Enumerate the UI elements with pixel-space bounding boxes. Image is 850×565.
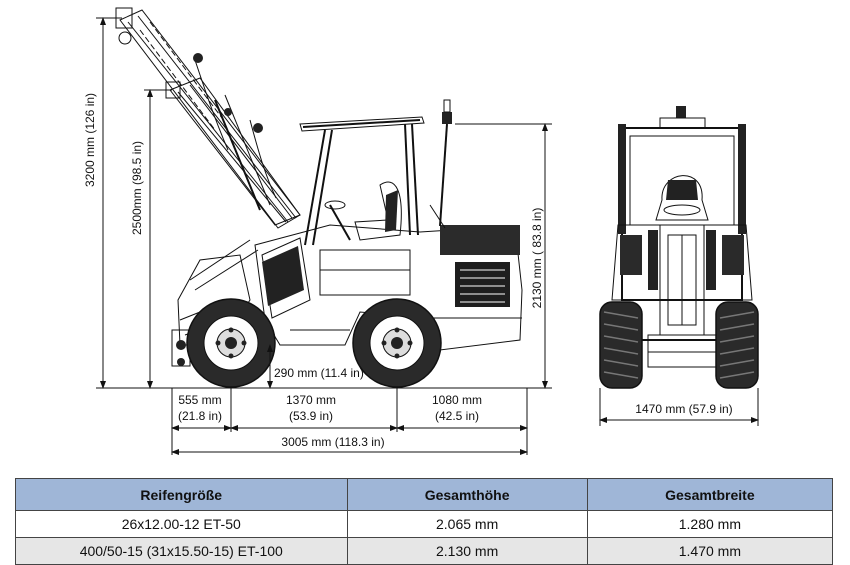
height-2130-dimension: 2130 mm ( 83.8 in) [455, 123, 552, 389]
front-overhang-mm: 555 mm [178, 393, 221, 407]
front-wheel [186, 298, 276, 388]
header-tire-size: Reifengröße [15, 478, 348, 511]
cell-tire-size: 26x12.00-12 ET-50 [15, 510, 348, 538]
height-max-label: 3200 mm (126 in) [83, 93, 97, 187]
width-label: 1470 mm (57.9 in) [635, 402, 732, 416]
cell-tire-size: 400/50-15 (31x15.50-15) ET-100 [15, 537, 348, 565]
total-length-label: 3005 mm (118.3 in) [281, 435, 384, 449]
length-dimensions: 555 mm (21.8 in) 1370 mm (53.9 in) 1080 … [171, 388, 528, 455]
height-cab-label: 2130 mm ( 83.8 in) [530, 208, 544, 309]
height-2500-dimension: 2500mm (98.5 in) [130, 89, 172, 389]
header-total-width: Gesamtbreite [586, 478, 834, 511]
ground-clearance-label: 290 mm (11.4 in) [274, 366, 364, 380]
table-header-row: Reifengröße Gesamthöhe Gesamtbreite [15, 478, 834, 511]
cell-total-height: 2.065 mm [346, 510, 588, 538]
rear-overhang-mm: 1080 mm [432, 393, 482, 407]
width-dimension: 1470 mm (57.9 in) [599, 388, 759, 426]
table-row: 400/50-15 (31x15.50-15) ET-100 2.130 mm … [15, 537, 834, 565]
cell-total-height: 2.130 mm [346, 537, 588, 565]
rear-overhang-in: (42.5 in) [435, 409, 479, 423]
table-row: 26x12.00-12 ET-50 2.065 mm 1.280 mm [15, 510, 834, 538]
loader-dimension-drawing: 3200 mm (126 in) 2500mm (98.5 in) 2130 m… [83, 7, 759, 455]
rear-wheel [352, 298, 442, 388]
front-right-tire [715, 301, 759, 389]
height-pivot-label: 2500mm (98.5 in) [130, 141, 144, 235]
cell-total-width: 1.280 mm [586, 510, 834, 538]
front-overhang-in: (21.8 in) [178, 409, 222, 423]
header-total-height: Gesamthöhe [346, 478, 588, 511]
chassis [254, 224, 523, 351]
front-view [599, 106, 759, 389]
front-left-tire [599, 301, 643, 389]
height-3200-dimension: 3200 mm (126 in) [83, 17, 160, 389]
side-view [115, 7, 540, 389]
cab-frame [299, 99, 452, 246]
cell-total-width: 1.470 mm [586, 537, 834, 565]
wheelbase-in: (53.9 in) [289, 409, 333, 423]
tire-spec-table: Reifengröße Gesamthöhe Gesamtbreite 26x1… [15, 478, 834, 565]
ground-clearance-dimension: 290 mm (11.4 in) [267, 344, 364, 389]
wheelbase-mm: 1370 mm [286, 393, 336, 407]
